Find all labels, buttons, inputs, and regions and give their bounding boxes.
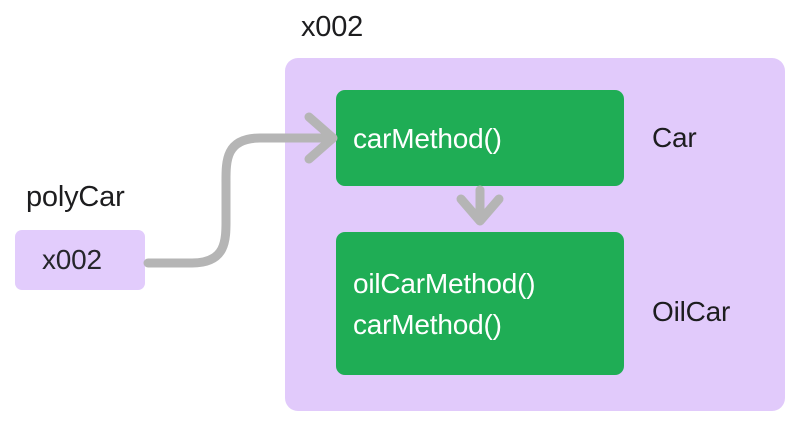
method-box-car: carMethod() [336, 90, 624, 186]
method-label-car-method: carMethod() [353, 122, 502, 154]
class-name-label-car: Car [652, 122, 697, 153]
object-address-title: x002 [301, 11, 364, 43]
method-box-oilcar: oilCarMethod() carMethod() [336, 232, 624, 375]
variable-value-text: x002 [42, 244, 102, 275]
class-name-label-oilcar: OilCar [652, 296, 731, 327]
variable-value-box: x002 [15, 230, 145, 290]
variable-name-label: polyCar [26, 181, 125, 213]
method-label-oilcar-car-method: carMethod() [353, 308, 502, 340]
method-label-oilcar-method: oilCarMethod() [353, 267, 536, 299]
object-container: carMethod() oilCarMethod() carMethod() C… [285, 58, 785, 411]
